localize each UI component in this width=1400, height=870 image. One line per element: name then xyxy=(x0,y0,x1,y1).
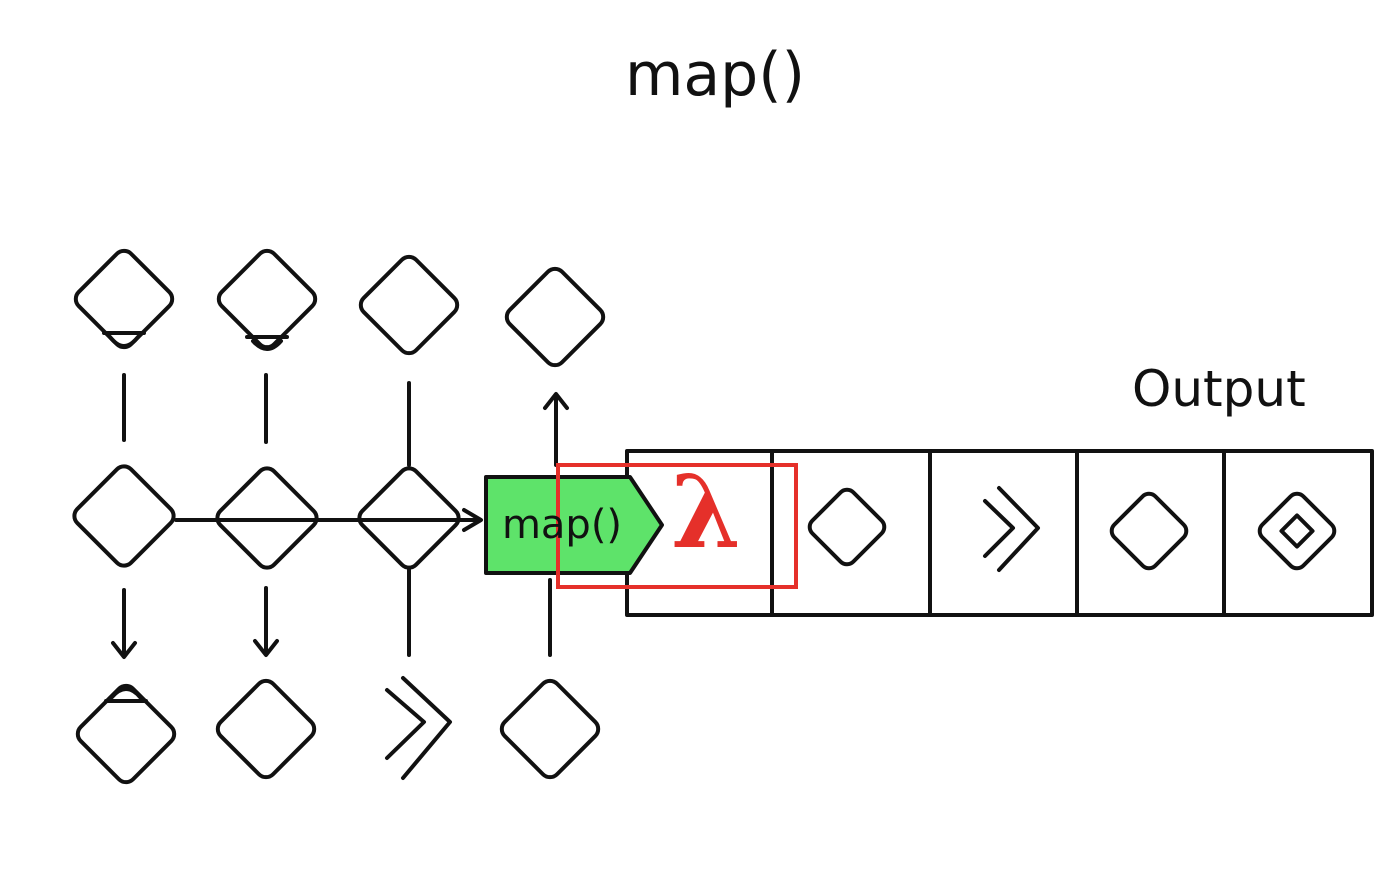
input-diamond-r2c2 xyxy=(215,466,319,570)
input-diamond-r3c4 xyxy=(499,678,601,780)
input-diamond-r1c4 xyxy=(504,266,606,368)
input-chevron-outer-r3c3 xyxy=(401,676,452,780)
input-diamond-r2c1 xyxy=(72,464,176,568)
output-diamond-cell2 xyxy=(807,487,887,567)
arrow-down-head-c1 xyxy=(111,641,137,659)
output-diamond-cell5 xyxy=(1257,491,1337,571)
horizontal-arrow-head xyxy=(462,508,483,532)
input-diamond-r3c1 xyxy=(75,683,177,785)
input-chevron-inner-r3c3 xyxy=(385,688,426,760)
input-diamond-r1c2 xyxy=(216,248,318,350)
diagram-title: map() xyxy=(624,40,806,110)
output-inner-square xyxy=(1279,513,1315,549)
output-diamond-cell4 xyxy=(1109,491,1189,571)
input-diamond-r3c2 xyxy=(215,678,317,780)
input-bar-cap-r1c1 xyxy=(108,335,140,348)
output-chevron-outer xyxy=(997,486,1040,572)
map-tag xyxy=(484,475,664,575)
arrow-up-head xyxy=(543,392,569,410)
input-diamond-r1c1 xyxy=(73,248,175,350)
output-label: Output xyxy=(1132,360,1306,418)
input-bar-cap-r3c1 xyxy=(110,687,142,699)
map-tag-label: map() xyxy=(501,502,623,548)
arrow-down-head-c2 xyxy=(253,639,279,657)
lambda-symbol: λ xyxy=(670,453,742,571)
input-diamond-r2c3 xyxy=(357,466,461,570)
input-diamond-r1c3 xyxy=(358,254,460,356)
input-bar-cap-r1c2 xyxy=(251,339,283,351)
output-chevron-inner xyxy=(983,499,1015,558)
lambda-box xyxy=(556,463,798,589)
